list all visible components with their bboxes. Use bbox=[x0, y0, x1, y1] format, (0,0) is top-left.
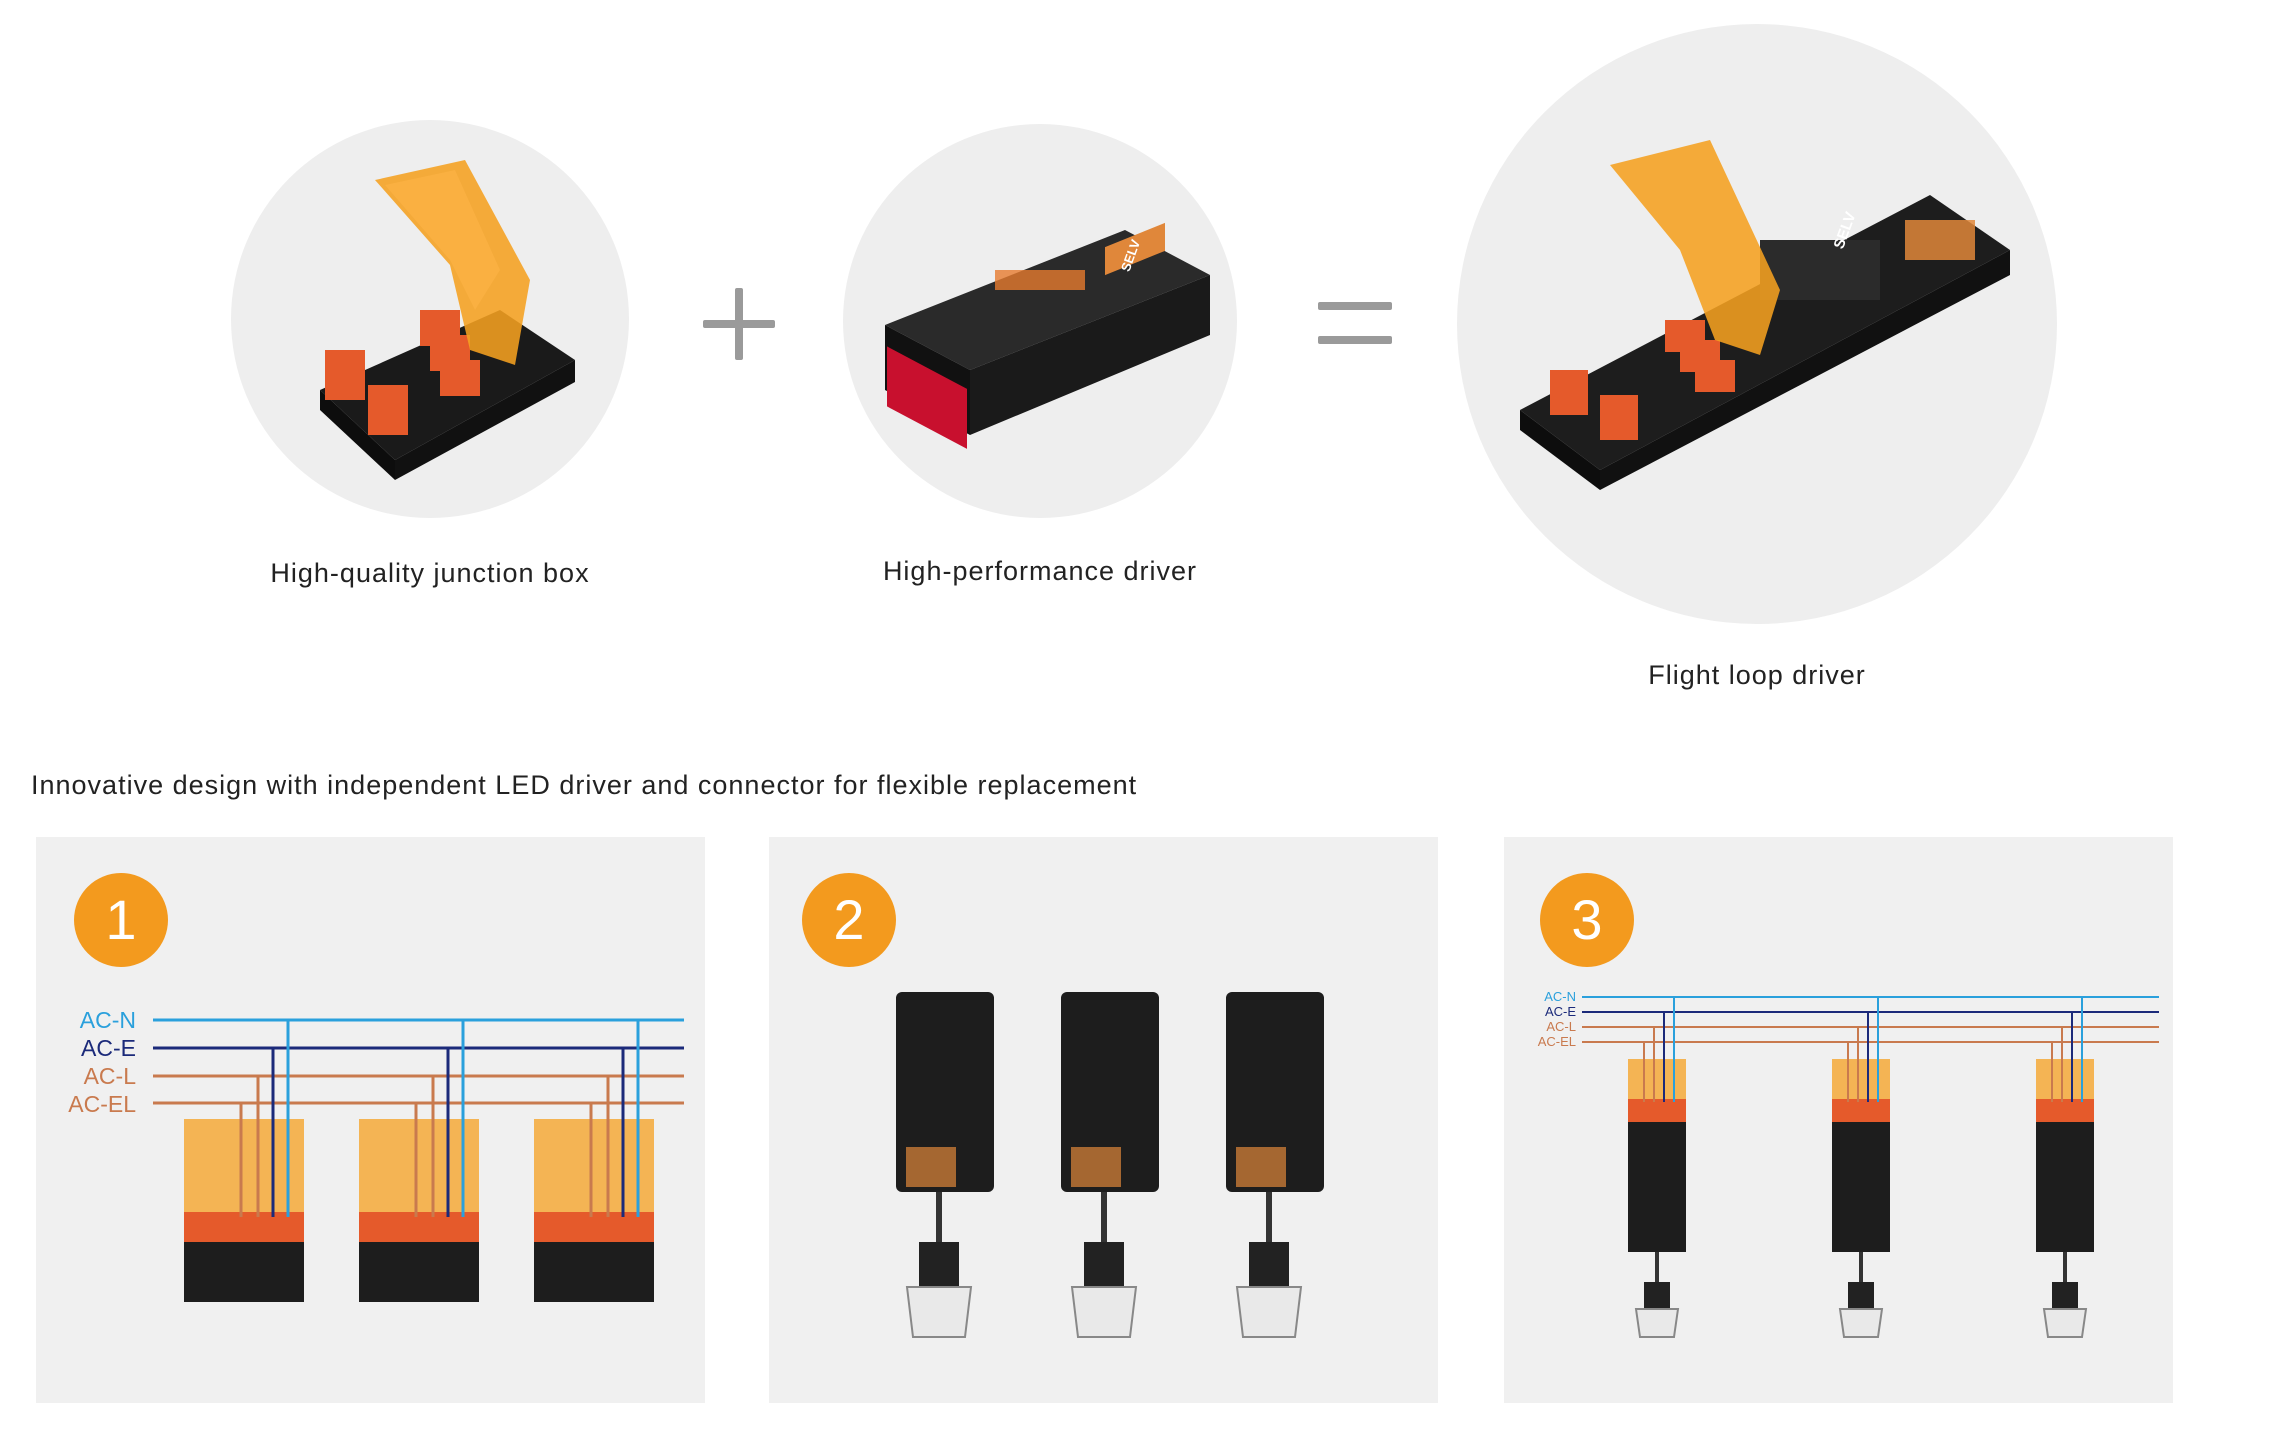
plus-icon bbox=[703, 288, 775, 360]
step-1-badge: 1 bbox=[74, 873, 168, 967]
flight-loop-driver-image bbox=[1520, 140, 2010, 490]
step-2-badge: 2 bbox=[802, 873, 896, 967]
step-3-wiring-diagram bbox=[1582, 996, 2159, 1338]
step-3-badge: 3 bbox=[1540, 873, 1634, 967]
step-2-panel: 2 bbox=[769, 837, 1438, 1403]
wire-label-ac-e-small: AC-E bbox=[1544, 1004, 1576, 1019]
junction-box-caption: High-quality junction box bbox=[270, 558, 590, 588]
equals-icon bbox=[1318, 302, 1392, 344]
step-3-panel: 3 AC-N AC-E AC-L AC-EL bbox=[1504, 837, 2173, 1403]
driver-caption: High-performance driver bbox=[882, 556, 1198, 586]
wire-label-ac-n: AC-N bbox=[79, 1007, 136, 1033]
step-1-panel: 1 AC-N AC-E AC-L AC-EL bbox=[36, 837, 705, 1403]
driver-image bbox=[885, 222, 1210, 449]
flight-loop-caption: Flight loop driver bbox=[1648, 660, 1866, 690]
wire-label-ac-e: AC-E bbox=[81, 1035, 136, 1061]
step-2-drivers-diagram bbox=[896, 992, 1324, 1338]
step-1-wiring-diagram bbox=[153, 1018, 684, 1302]
wire-label-ac-l: AC-L bbox=[83, 1063, 136, 1089]
wire-label-ac-el-small: AC-EL bbox=[1537, 1034, 1576, 1049]
wire-label-ac-el: AC-EL bbox=[68, 1091, 136, 1117]
tagline: Innovative design with independent LED d… bbox=[31, 770, 1138, 800]
wire-label-ac-n-small: AC-N bbox=[1544, 989, 1576, 1004]
wire-label-ac-l-small: AC-L bbox=[1546, 1019, 1576, 1034]
junction-box-image bbox=[320, 160, 575, 480]
